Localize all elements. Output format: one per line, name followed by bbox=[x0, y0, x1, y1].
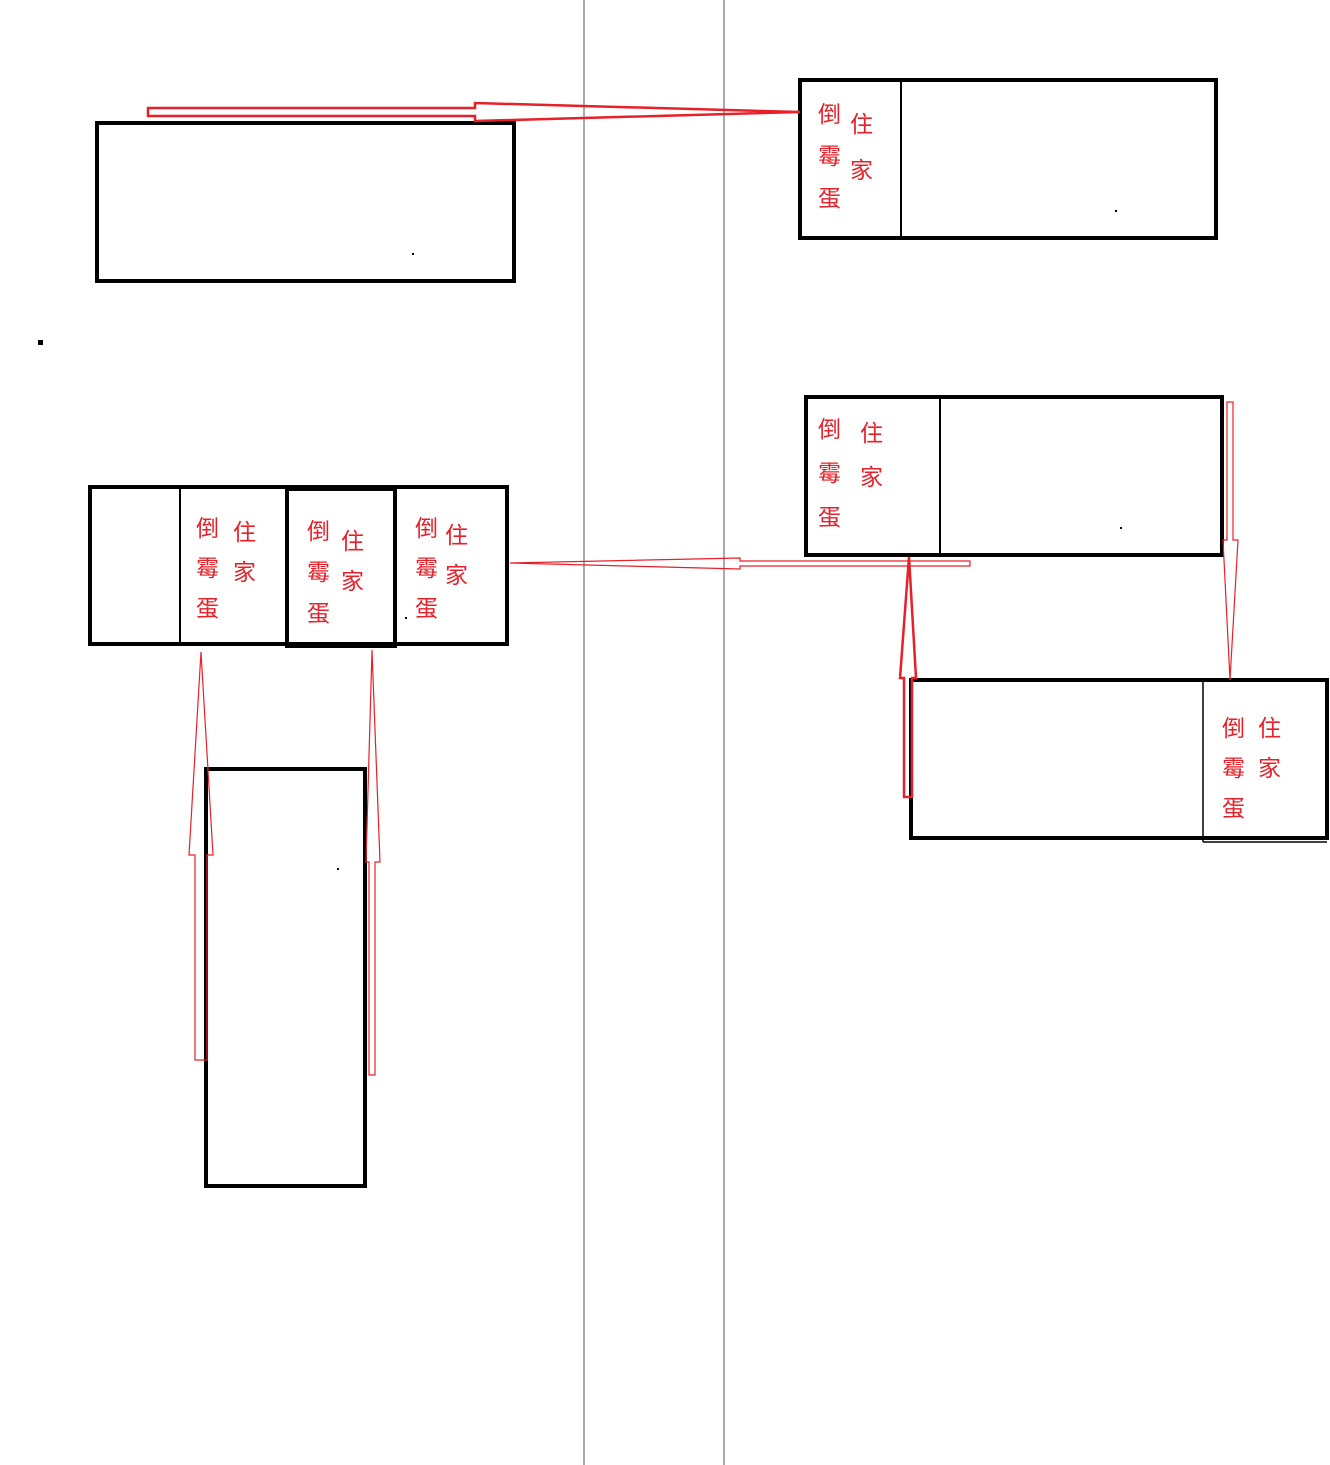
arrow-up-left-1 bbox=[188, 651, 214, 1061]
label-char: 蛋 bbox=[415, 596, 438, 622]
dot-4 bbox=[1120, 527, 1122, 529]
arrow-top-horizontal bbox=[146, 101, 801, 123]
label-char: 住 bbox=[341, 529, 364, 555]
label-char: 蛋 bbox=[196, 596, 219, 622]
dot-6 bbox=[337, 868, 339, 870]
arrow-mid-horizontal bbox=[509, 557, 971, 570]
box-mid-left-inner bbox=[285, 487, 397, 648]
label-char: 家 bbox=[850, 158, 873, 184]
label-group-mid-left-a: 倒 霉 蛋 住 家 bbox=[196, 516, 256, 622]
label-char: 住 bbox=[233, 520, 256, 546]
box-top-right bbox=[798, 78, 1218, 240]
label-char: 倒 bbox=[818, 102, 841, 128]
label-char: 霉 bbox=[818, 144, 841, 170]
label-char: 家 bbox=[445, 563, 468, 589]
label-group-mid-left-c: 倒 霉 蛋 住 家 bbox=[415, 516, 468, 622]
box-mid-right bbox=[804, 395, 1224, 557]
label-char: 霉 bbox=[1222, 756, 1245, 782]
dot-2 bbox=[1115, 210, 1117, 212]
label-char: 家 bbox=[860, 465, 883, 491]
box-bottom-left-tall bbox=[204, 767, 367, 1188]
label-char: 家 bbox=[233, 560, 256, 586]
label-char: 霉 bbox=[307, 560, 330, 586]
label-char: 倒 bbox=[818, 417, 841, 443]
label-char: 霉 bbox=[196, 556, 219, 582]
label-char: 倒 bbox=[196, 516, 219, 542]
label-char: 住 bbox=[445, 523, 468, 549]
label-char: 倒 bbox=[1222, 716, 1245, 742]
dot-1 bbox=[412, 253, 414, 255]
label-char: 住 bbox=[1258, 716, 1281, 742]
arrow-up-right-thick bbox=[898, 556, 918, 799]
label-char: 霉 bbox=[415, 556, 438, 582]
label-char: 倒 bbox=[415, 516, 438, 542]
label-char: 家 bbox=[1258, 756, 1281, 782]
label-char: 蛋 bbox=[818, 186, 841, 212]
label-char: 倒 bbox=[307, 519, 330, 545]
dot-3 bbox=[38, 340, 43, 345]
label-char: 家 bbox=[341, 569, 364, 595]
label-char: 蛋 bbox=[307, 601, 330, 627]
label-char: 蛋 bbox=[818, 505, 841, 531]
label-group-bottom-right: 倒 霉 蛋 住 家 bbox=[1222, 716, 1281, 822]
label-char: 霉 bbox=[818, 461, 841, 487]
label-group-mid-right: 倒 霉 蛋 住 家 bbox=[818, 417, 883, 531]
label-group-top-right: 倒 霉 蛋 住 家 bbox=[818, 102, 873, 212]
arrow-down-right bbox=[1222, 401, 1239, 681]
dot-5 bbox=[405, 617, 407, 619]
label-char: 蛋 bbox=[1222, 796, 1245, 822]
label-char: 住 bbox=[850, 112, 873, 138]
label-group-mid-left-b: 倒 霉 蛋 住 家 bbox=[307, 519, 364, 627]
label-char: 住 bbox=[860, 421, 883, 447]
box-top-left bbox=[95, 121, 516, 283]
arrow-up-left-2 bbox=[365, 649, 381, 1076]
